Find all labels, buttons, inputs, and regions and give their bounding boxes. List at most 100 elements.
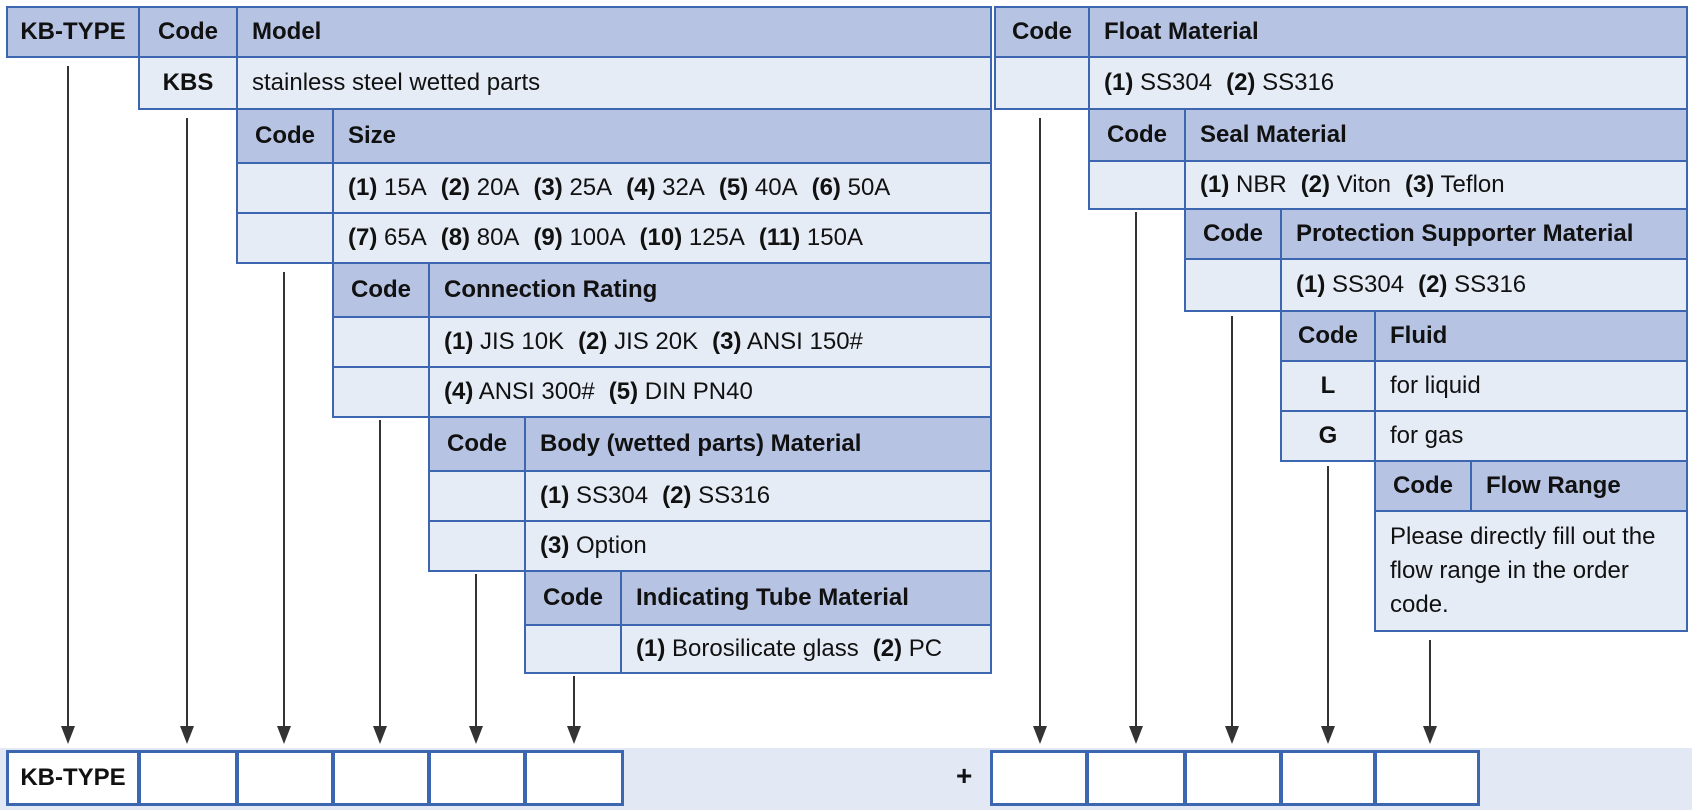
option-item: (6) 50A: [812, 174, 891, 202]
tube-code-blank-1: [524, 624, 622, 674]
size-header: Size: [332, 108, 992, 164]
option-value: 150A: [800, 224, 863, 251]
arrow-head: [373, 726, 387, 744]
option-value: 50A: [840, 174, 891, 201]
arrows: [61, 66, 1437, 744]
option-value: SS316: [1447, 271, 1527, 298]
body-code-blank-1: [428, 470, 526, 522]
connection-header: Connection Rating: [428, 262, 992, 318]
option-number: (1): [636, 635, 666, 662]
option-item: (2) SS316: [662, 482, 770, 510]
body-header: Body (wetted parts) Material: [524, 416, 992, 472]
arrow-head: [469, 726, 483, 744]
seal-options-row-1: (1) NBR(2) Viton(3) Teflon: [1184, 160, 1688, 210]
fluid-desc-gas: for gas: [1374, 410, 1688, 462]
option-item: (2) PC: [873, 635, 942, 663]
option-value: SS304: [569, 482, 649, 509]
size-code-blank-2: [236, 212, 334, 264]
float-code-blank-1: [994, 56, 1090, 110]
fluid-header: Fluid: [1374, 310, 1688, 362]
option-value: Teflon: [1434, 171, 1505, 198]
option-number: (2): [578, 328, 608, 355]
float-code-header: Code: [994, 6, 1090, 58]
option-number: (2): [1418, 271, 1448, 298]
tube-header: Indicating Tube Material: [620, 570, 992, 626]
body-code-header: Code: [428, 416, 526, 472]
option-value: PC: [902, 635, 943, 662]
body-code-blank-2: [428, 520, 526, 572]
size-options-row-1: (1) 15A(2) 20A(3) 25A(4) 32A(5) 40A(6) 5…: [332, 162, 992, 214]
float-header: Float Material: [1088, 6, 1688, 58]
model-code-header: Code: [138, 6, 238, 58]
order-code-box-model[interactable]: [138, 750, 238, 806]
option-value: SS304: [1133, 69, 1213, 96]
order-code-box-seal[interactable]: [1086, 750, 1186, 806]
option-item: (2) JIS 20K: [578, 328, 698, 356]
option-number: (6): [811, 174, 841, 201]
flow-header: Flow Range: [1470, 460, 1688, 512]
connection-options-row-1: (1) JIS 10K (2) JIS 20K (3) ANSI 150#: [428, 316, 992, 368]
connection-options-row-2: (4) ANSI 300#(5) DIN PN40: [428, 366, 992, 418]
option-value: 125A: [682, 224, 745, 251]
fluid-code-liquid: L: [1280, 360, 1376, 412]
option-value: 20A: [470, 174, 520, 201]
option-number: (2): [1300, 171, 1331, 198]
option-number: (2): [440, 174, 471, 201]
option-number: (2): [872, 635, 903, 662]
order-code-box-body[interactable]: [428, 750, 526, 806]
option-number: (3): [712, 328, 742, 355]
option-item: (3) ANSI 150#: [712, 328, 863, 356]
option-number: (4): [444, 378, 474, 405]
option-number: (1): [1296, 271, 1326, 298]
option-number: (11): [758, 224, 801, 251]
flow-code-header: Code: [1374, 460, 1472, 512]
arrow-head: [1423, 726, 1437, 744]
option-item: (2) SS316: [1226, 69, 1334, 97]
body-options-row-1: (1) SS304 (2) SS316: [524, 470, 992, 522]
size-code-blank-1: [236, 162, 334, 214]
option-item: (4) 32A: [626, 174, 705, 202]
option-value: JIS 20K: [607, 328, 699, 355]
tube-options-row-1: (1) Borosilicate glass (2) PC: [620, 624, 992, 674]
option-number: (1): [444, 328, 474, 355]
model-code-value: KBS: [138, 56, 238, 110]
order-code-box-size[interactable]: [236, 750, 334, 806]
option-number: (5): [608, 378, 639, 405]
option-number: (10): [639, 224, 683, 251]
option-item: (3) 25A: [533, 174, 612, 202]
arrow-head: [61, 726, 75, 744]
tube-code-header: Code: [524, 570, 622, 626]
option-number: (1): [540, 482, 570, 509]
flow-note: Please directly fill out the flow range …: [1374, 510, 1688, 632]
seal-header: Seal Material: [1184, 108, 1688, 162]
option-value: 40A: [748, 174, 798, 201]
order-code-box-protection[interactable]: [1184, 750, 1282, 806]
protection-code-blank-1: [1184, 258, 1282, 312]
option-value: 65A: [377, 224, 427, 251]
option-item: (1) NBR: [1200, 171, 1287, 199]
order-code-box-fluid[interactable]: [1280, 750, 1376, 806]
arrow-head: [277, 726, 291, 744]
option-value: 32A: [655, 174, 705, 201]
order-code-box-connection[interactable]: [332, 750, 430, 806]
arrow-head: [1225, 726, 1239, 744]
arrow-head: [567, 726, 581, 744]
order-code-box-tube[interactable]: [524, 750, 624, 806]
arrow-head: [1129, 726, 1143, 744]
option-value: ANSI 150#: [741, 328, 863, 355]
order-code-box-flow[interactable]: [1374, 750, 1480, 806]
order-code-type-box: KB-TYPE: [6, 750, 140, 806]
protection-header: Protection Supporter Material: [1280, 208, 1688, 260]
option-number: (1): [1200, 171, 1230, 198]
option-number: (4): [626, 174, 656, 201]
option-item: (1) JIS 10K: [444, 328, 564, 356]
option-number: (9): [533, 224, 563, 251]
option-value: Borosilicate glass: [665, 635, 859, 662]
option-value: SS316: [691, 482, 771, 509]
option-value: DIN PN40: [638, 378, 753, 405]
order-code-box-float[interactable]: [990, 750, 1088, 806]
option-item: (9) 100A: [533, 224, 625, 252]
option-item: (5) 40A: [719, 174, 798, 202]
